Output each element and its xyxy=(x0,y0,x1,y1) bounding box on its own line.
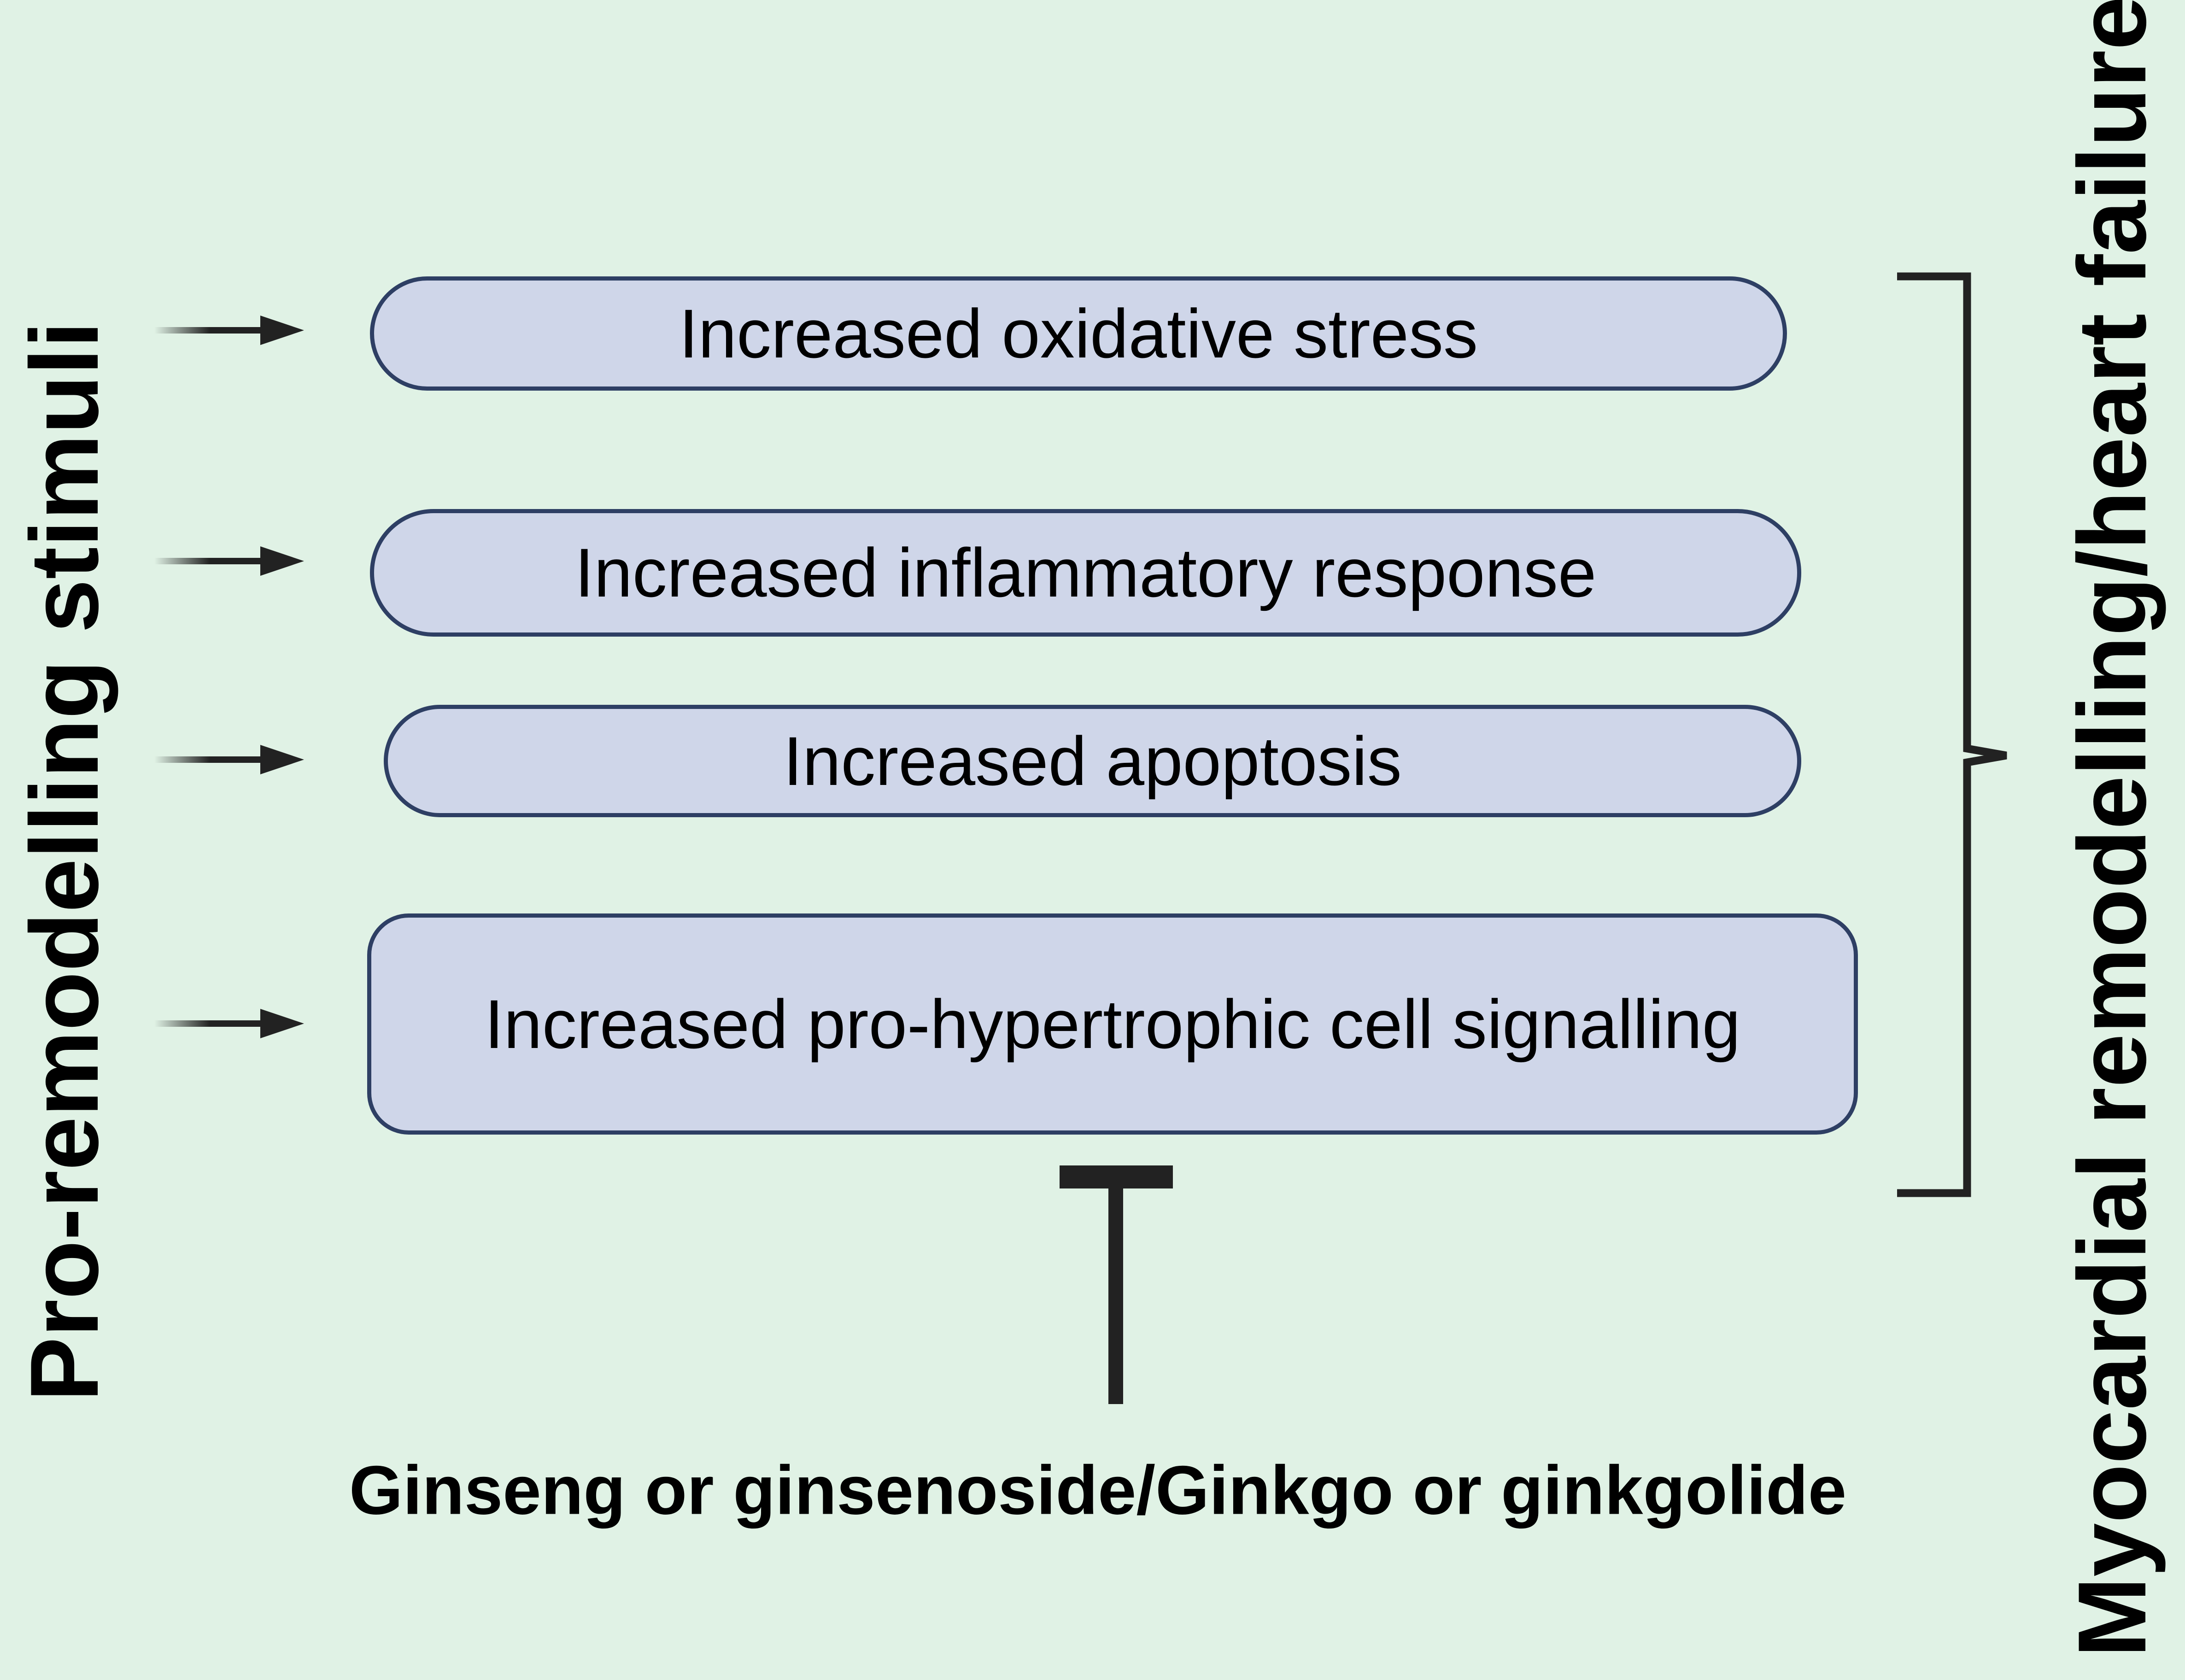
myocardial-remodelling-label: Myocardial remodelling/heart failure xyxy=(2058,0,2166,1657)
box-text: Increased apoptosis xyxy=(783,722,1402,800)
pro-hypertrophic-signalling-box: Increased pro-hypertrophic cell signalli… xyxy=(367,913,1858,1135)
apoptosis-box: Increased apoptosis xyxy=(384,705,1801,817)
box-text: Increased oxidative stress xyxy=(679,294,1478,372)
oxidative-stress-box: Increased oxidative stress xyxy=(370,276,1787,391)
stimulus-arrow-icon xyxy=(154,745,304,774)
inhibition-t-bar-icon xyxy=(1060,1165,1173,1404)
ginseng-ginkgo-label: Ginseng or ginsenoside/Ginkgo or ginkgol… xyxy=(349,1451,1847,1529)
inflammatory-response-box: Increased inflammatory response xyxy=(370,509,1801,637)
box-text: Increased pro-hypertrophic cell signalli… xyxy=(484,985,1741,1063)
stimulus-arrow-icon xyxy=(154,1009,304,1038)
box-text: Increased inflammatory response xyxy=(574,534,1597,611)
stimulus-arrow-icon xyxy=(154,316,304,345)
stimulus-arrow-icon xyxy=(154,546,304,576)
right-bracket-icon xyxy=(1897,272,2007,1197)
